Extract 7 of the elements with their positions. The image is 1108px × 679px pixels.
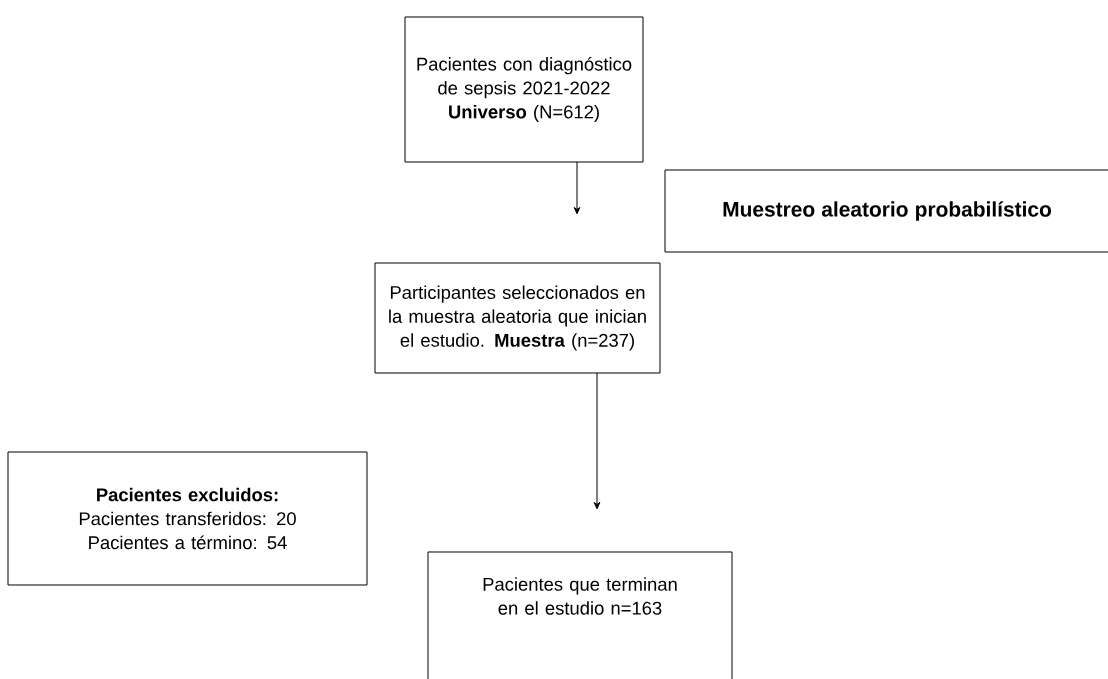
- process-box: Pacientes excluidos: Pacientes transferidos: 20 Pacientes a término: 54: [7, 451, 368, 586]
- process-box: Participantes seleccionados en la muestra aleatoria que inician el estudio. Muestra (n=237): [374, 262, 661, 374]
- process-box: Muestreo aleatorio probabilístico: [664, 169, 1108, 253]
- arrow: [573, 161, 581, 215]
- process-box: Pacientes que terminan en el estudio n=163: [427, 551, 733, 679]
- arrow: [593, 372, 601, 510]
- process-box: Pacientes con diagnóstico de sepsis 2021-2022 Universo (N=612): [404, 16, 644, 163]
